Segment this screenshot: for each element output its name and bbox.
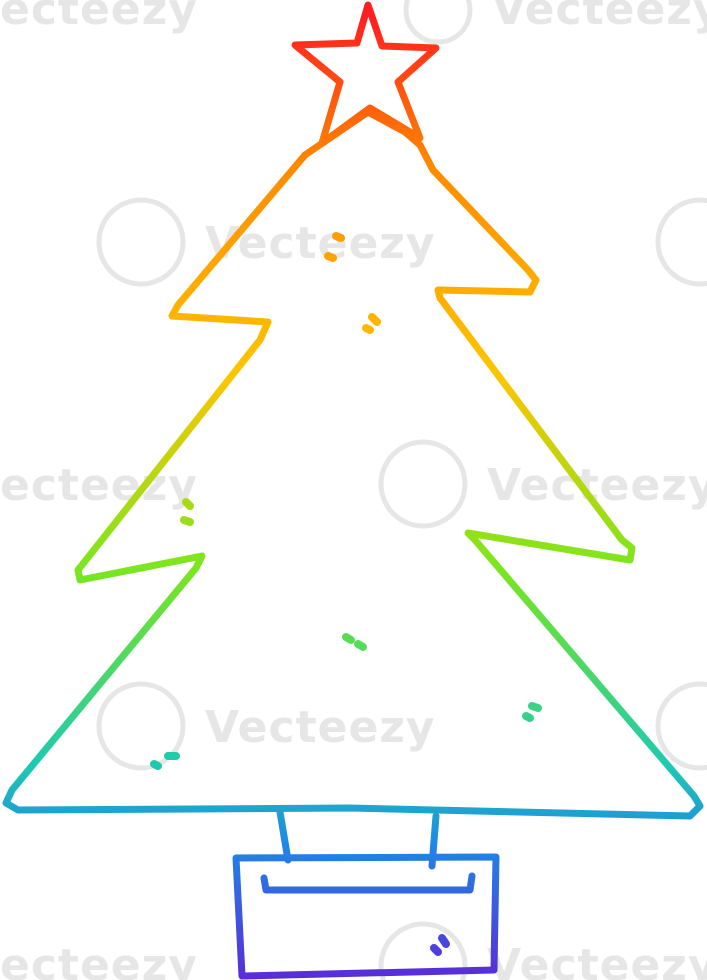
watermark-logo-icon: [655, 197, 707, 287]
tree-outline: [2, 108, 704, 820]
watermark-logo-icon: [378, 921, 468, 980]
watermark-text: ecteezy: [0, 940, 198, 980]
watermark-text: Vecteezy: [205, 702, 436, 753]
speckle: [522, 712, 534, 722]
watermark-text: ecteezy: [0, 460, 198, 511]
watermark-logo-icon: [403, 0, 473, 45]
tree-pot-rim: [260, 872, 476, 894]
speckle: [528, 702, 542, 712]
watermark-text: Vecteezy: [487, 940, 707, 980]
speckle: [362, 324, 374, 334]
speckle: [324, 252, 337, 262]
watermark-logo-icon: [378, 439, 468, 529]
watermark-text: ecteezy: [0, 0, 198, 35]
speckle: [368, 313, 381, 326]
speckle: [150, 760, 162, 770]
watermark-logo-icon: [96, 197, 186, 287]
star-topper-icon: [291, 1, 440, 147]
speckle: [342, 633, 355, 644]
speckle: [354, 640, 367, 651]
watermark-text: Vecteezy: [205, 218, 436, 269]
speckle: [430, 944, 442, 956]
watermark-logo-icon: [96, 681, 186, 771]
speckle: [182, 498, 194, 510]
watermark-text: Vecteezy: [492, 0, 707, 35]
speckle: [180, 516, 194, 526]
watermark-logo-icon: [655, 681, 707, 771]
tree-pot: [232, 853, 500, 980]
speckle: [438, 934, 450, 948]
speckle: [332, 232, 345, 242]
tree-speckles: [150, 232, 542, 956]
